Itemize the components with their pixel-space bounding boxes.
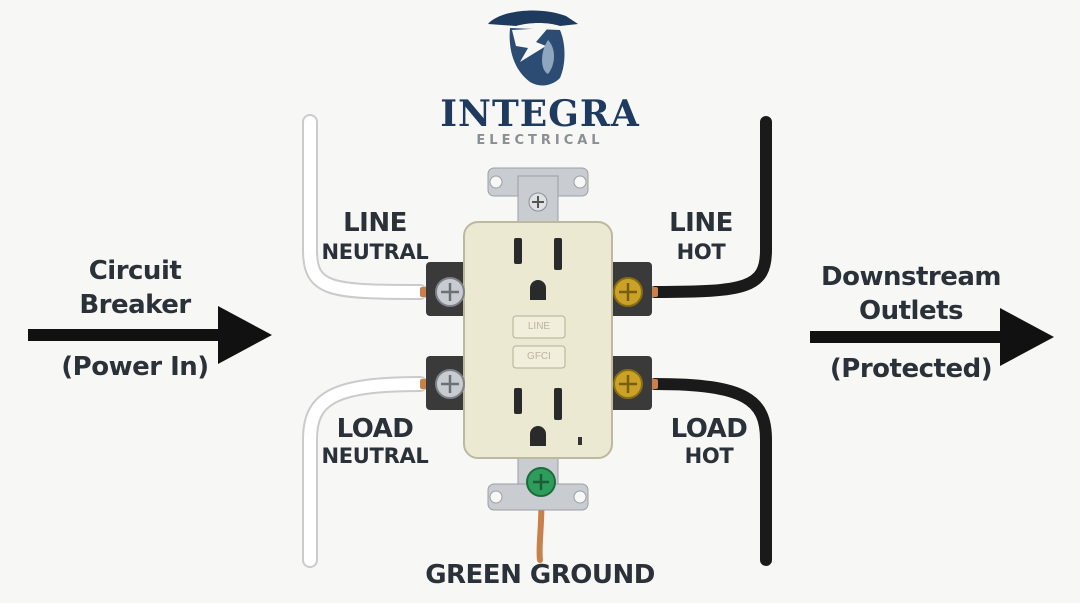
left-label-line2: Breaker [79, 290, 191, 320]
gfci-button[interactable] [512, 345, 566, 369]
downstream-arrow-icon [810, 308, 1054, 366]
right-label-line2: Outlets [859, 296, 964, 326]
line-neutral-label-bottom: NEUTRAL [321, 240, 429, 264]
load-neutral-label-top: LOAD [336, 414, 414, 444]
line-neutral-wire [302, 114, 428, 300]
load-hot-label-top: LOAD [670, 414, 748, 444]
right-label-line3: (Protected) [829, 354, 993, 384]
line-button-label: LINE [527, 321, 551, 332]
gfci-button-label: GFCI [527, 351, 551, 362]
brand-subtitle: ELECTRICAL [476, 133, 604, 148]
load-neutral-wire [302, 376, 428, 568]
line-hot-label-top: LINE [669, 208, 733, 238]
brass-screw-icon [613, 277, 643, 399]
line-button[interactable] [512, 315, 566, 339]
green-ground-screw-icon [526, 467, 556, 497]
line-hot-label-bottom: HOT [676, 240, 726, 264]
left-label-line1: Circuit [88, 256, 182, 286]
load-hot-wire [649, 378, 772, 566]
load-neutral-label-bottom: NEUTRAL [321, 444, 429, 468]
load-hot-label-bottom: HOT [684, 444, 734, 468]
brand-name: INTEGRA [440, 93, 640, 135]
silver-screw-icon [435, 277, 465, 399]
brand-logo-icon [488, 10, 578, 86]
right-label-line1: Downstream [821, 262, 1001, 292]
gfci-outlet [463, 221, 613, 459]
left-label-line3: (Power In) [61, 352, 209, 382]
power-in-arrow-icon [28, 306, 272, 364]
ground-label: GREEN GROUND [425, 560, 655, 590]
ground-hole-icon [530, 280, 546, 300]
line-neutral-label-top: LINE [343, 208, 407, 238]
line-hot-wire [649, 116, 772, 298]
mounting-strap-bottom [487, 449, 589, 511]
outlet-slot-icon [514, 238, 522, 264]
